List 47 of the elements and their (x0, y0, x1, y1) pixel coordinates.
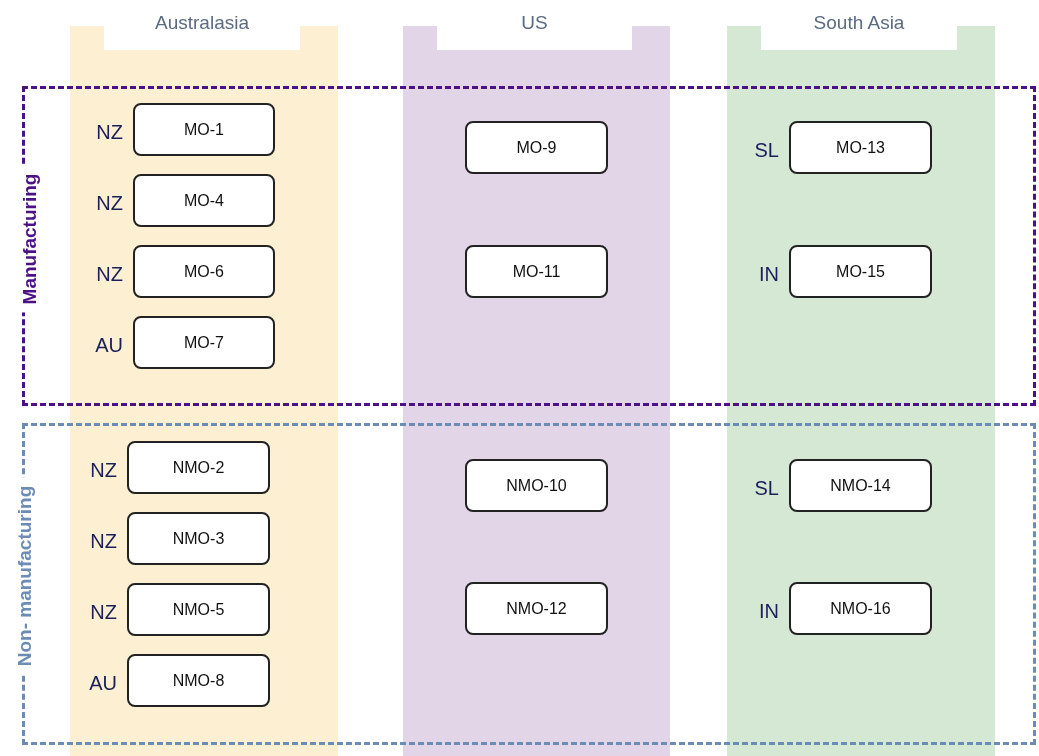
organisation-code: MO-13 (836, 137, 885, 158)
organisation-box (465, 121, 608, 174)
organisation-code: NMO-10 (506, 475, 567, 496)
organisation-box (127, 654, 270, 707)
organisation-code: MO-15 (836, 261, 885, 282)
country-code-label: NZ (95, 190, 123, 216)
organisation-code: NMO-16 (830, 598, 891, 619)
organisation-box (465, 582, 608, 635)
country-code-label: AU (88, 670, 117, 696)
organisation-code: NMO-2 (172, 457, 225, 478)
organisation-code: NMO-8 (172, 670, 225, 691)
organisation-code: MO-11 (512, 261, 561, 282)
organisation-box (127, 583, 270, 636)
organisation-box (789, 121, 932, 174)
country-code-label: NZ (95, 261, 123, 287)
country-code-label: NZ (89, 528, 117, 554)
country-code-label: AU (94, 332, 123, 358)
country-code-label: SL (753, 475, 779, 501)
organisation-box (133, 103, 275, 156)
organisation-box (127, 512, 270, 565)
column-heading: US (521, 11, 548, 35)
country-code-label: NZ (89, 457, 117, 483)
country-code-label: IN (758, 261, 779, 287)
organisation-code: MO-4 (184, 190, 224, 211)
organisation-box (789, 459, 932, 512)
organisation-code: NMO-14 (830, 475, 891, 496)
country-code-label: SL (753, 137, 779, 163)
country-code-label: NZ (89, 599, 117, 625)
organisation-box (133, 316, 275, 369)
country-code-label: IN (758, 598, 779, 624)
organisation-box (789, 582, 932, 635)
organisation-box (465, 245, 608, 298)
organisation-box (789, 245, 932, 298)
organisation-code: NMO-12 (506, 598, 567, 619)
organisation-box (127, 441, 270, 494)
organisation-code: NMO-3 (172, 528, 225, 549)
organisation-box (465, 459, 608, 512)
organisation-box (133, 174, 275, 227)
organisation-box (133, 245, 275, 298)
organisation-code: NMO-5 (172, 599, 225, 620)
column-heading: Australasia (155, 11, 249, 35)
country-code-label: NZ (95, 119, 123, 145)
organisation-code: MO-6 (184, 261, 224, 282)
organisation-code: MO-9 (516, 137, 557, 158)
organisation-code: MO-7 (184, 332, 224, 353)
organisation-code: MO-1 (184, 119, 224, 140)
column-heading: South Asia (813, 11, 905, 35)
